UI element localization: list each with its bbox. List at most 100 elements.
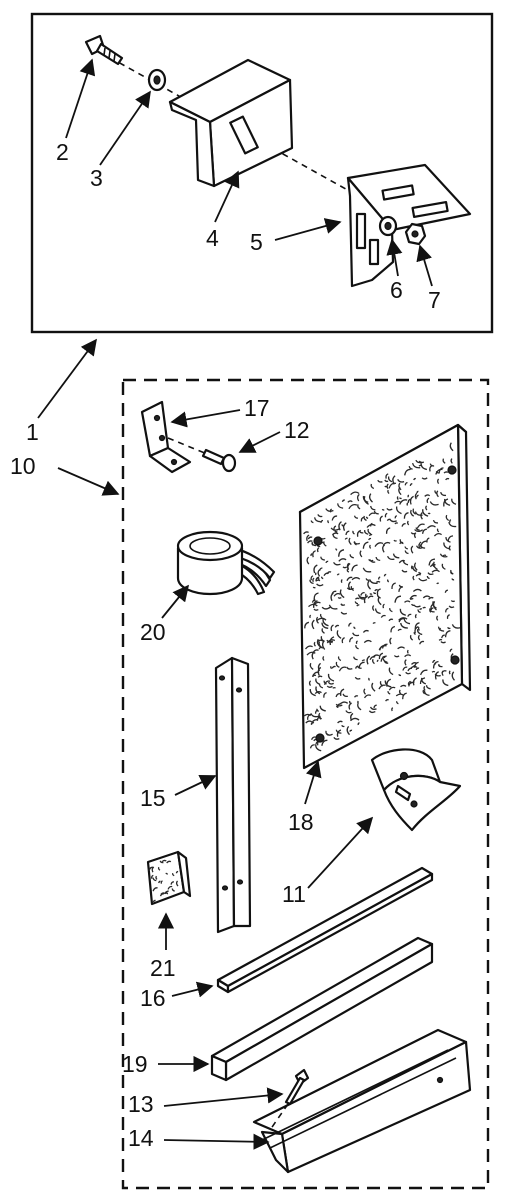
texture-speck — [171, 873, 175, 877]
angle-clip-part-17 — [140, 400, 192, 474]
texture-speck — [151, 866, 155, 873]
texture-speck — [317, 675, 323, 678]
texture-speck — [436, 615, 439, 621]
texture-speck — [378, 652, 384, 660]
callout-21: 21 — [150, 955, 176, 981]
texture-speck — [357, 722, 360, 726]
texture-speck — [352, 632, 360, 637]
texture-speck — [334, 530, 338, 533]
texture-speck — [396, 701, 399, 705]
texture-speck — [357, 702, 362, 711]
texture-speck — [165, 872, 168, 875]
texture-speck — [338, 521, 342, 531]
texture-speck — [448, 545, 451, 551]
texture-speck — [385, 699, 389, 702]
texture-speck — [396, 496, 399, 501]
texture-speck — [451, 578, 455, 581]
texture-speck — [305, 720, 313, 724]
texture-speck — [309, 689, 316, 697]
texture-speck — [398, 689, 402, 695]
texture-speck — [369, 656, 376, 661]
texture-speck — [312, 586, 316, 589]
texture-speck — [378, 576, 381, 580]
texture-speck — [386, 483, 389, 490]
leader-4 — [214, 170, 240, 223]
texture-speck — [353, 515, 358, 519]
texture-speck — [355, 640, 358, 645]
texture-speck — [368, 559, 374, 562]
texture-speck — [441, 563, 446, 570]
texture-speck — [399, 497, 402, 500]
leader-17 — [170, 409, 241, 428]
texture-speck — [369, 593, 373, 595]
foam-panel-part-18 — [298, 423, 472, 770]
texture-speck — [421, 528, 427, 534]
texture-speck — [337, 503, 344, 509]
texture-speck — [313, 641, 316, 647]
texture-speck — [433, 532, 442, 537]
texture-speck — [450, 458, 453, 464]
texture-speck — [171, 888, 175, 892]
texture-speck — [386, 507, 393, 511]
texture-speck — [382, 603, 385, 609]
texture-speck — [444, 498, 451, 506]
leader-14 — [163, 1133, 270, 1150]
texture-speck — [363, 515, 367, 522]
texture-speck — [309, 579, 314, 585]
texture-speck — [323, 541, 327, 547]
texture-speck — [314, 691, 322, 695]
l-bracket-part-5 — [346, 163, 472, 288]
block-texture — [148, 859, 179, 903]
texture-speck — [407, 494, 410, 498]
texture-speck — [395, 506, 402, 515]
texture-speck — [414, 511, 423, 516]
texture-speck — [309, 614, 312, 619]
texture-speck — [416, 523, 425, 529]
texture-speck — [451, 624, 461, 629]
texture-speck — [327, 681, 334, 685]
texture-speck — [451, 671, 455, 681]
texture-speck — [167, 885, 173, 890]
texture-speck — [369, 544, 372, 549]
texture-speck — [347, 562, 351, 571]
texture-speck — [326, 685, 333, 688]
callout-1: 1 — [26, 419, 39, 445]
texture-speck — [413, 604, 421, 608]
texture-speck — [418, 577, 428, 582]
texture-speck — [328, 604, 338, 610]
texture-speck — [375, 556, 381, 562]
texture-speck — [443, 542, 450, 550]
screw-part-12 — [167, 437, 237, 473]
texture-speck — [335, 729, 342, 734]
texture-speck — [418, 571, 422, 574]
texture-speck — [428, 558, 436, 566]
texture-speck — [349, 636, 354, 643]
texture-speck — [316, 583, 324, 587]
texture-speck — [372, 605, 375, 612]
texture-speck — [330, 665, 333, 670]
texture-speck — [318, 683, 324, 689]
callout-15: 15 — [140, 785, 166, 811]
texture-speck — [334, 624, 340, 628]
texture-speck — [397, 478, 405, 483]
texture-speck — [336, 630, 342, 639]
texture-speck — [310, 719, 318, 725]
texture-speck — [368, 537, 372, 541]
texture-speck — [412, 575, 415, 581]
leader-11 — [307, 816, 374, 889]
texture-speck — [330, 527, 340, 531]
leader-12 — [238, 431, 281, 453]
texture-speck — [341, 637, 345, 644]
texture-speck — [159, 860, 164, 864]
texture-speck — [409, 594, 417, 600]
texture-speck — [152, 887, 158, 892]
texture-speck — [317, 569, 321, 577]
texture-speck — [414, 625, 419, 634]
texture-speck — [410, 545, 414, 554]
texture-speck — [414, 661, 419, 668]
texture-speck — [444, 630, 451, 638]
texture-speck — [353, 541, 357, 546]
texture-speck — [315, 579, 321, 582]
texture-speck — [451, 498, 457, 505]
texture-speck — [410, 509, 415, 517]
